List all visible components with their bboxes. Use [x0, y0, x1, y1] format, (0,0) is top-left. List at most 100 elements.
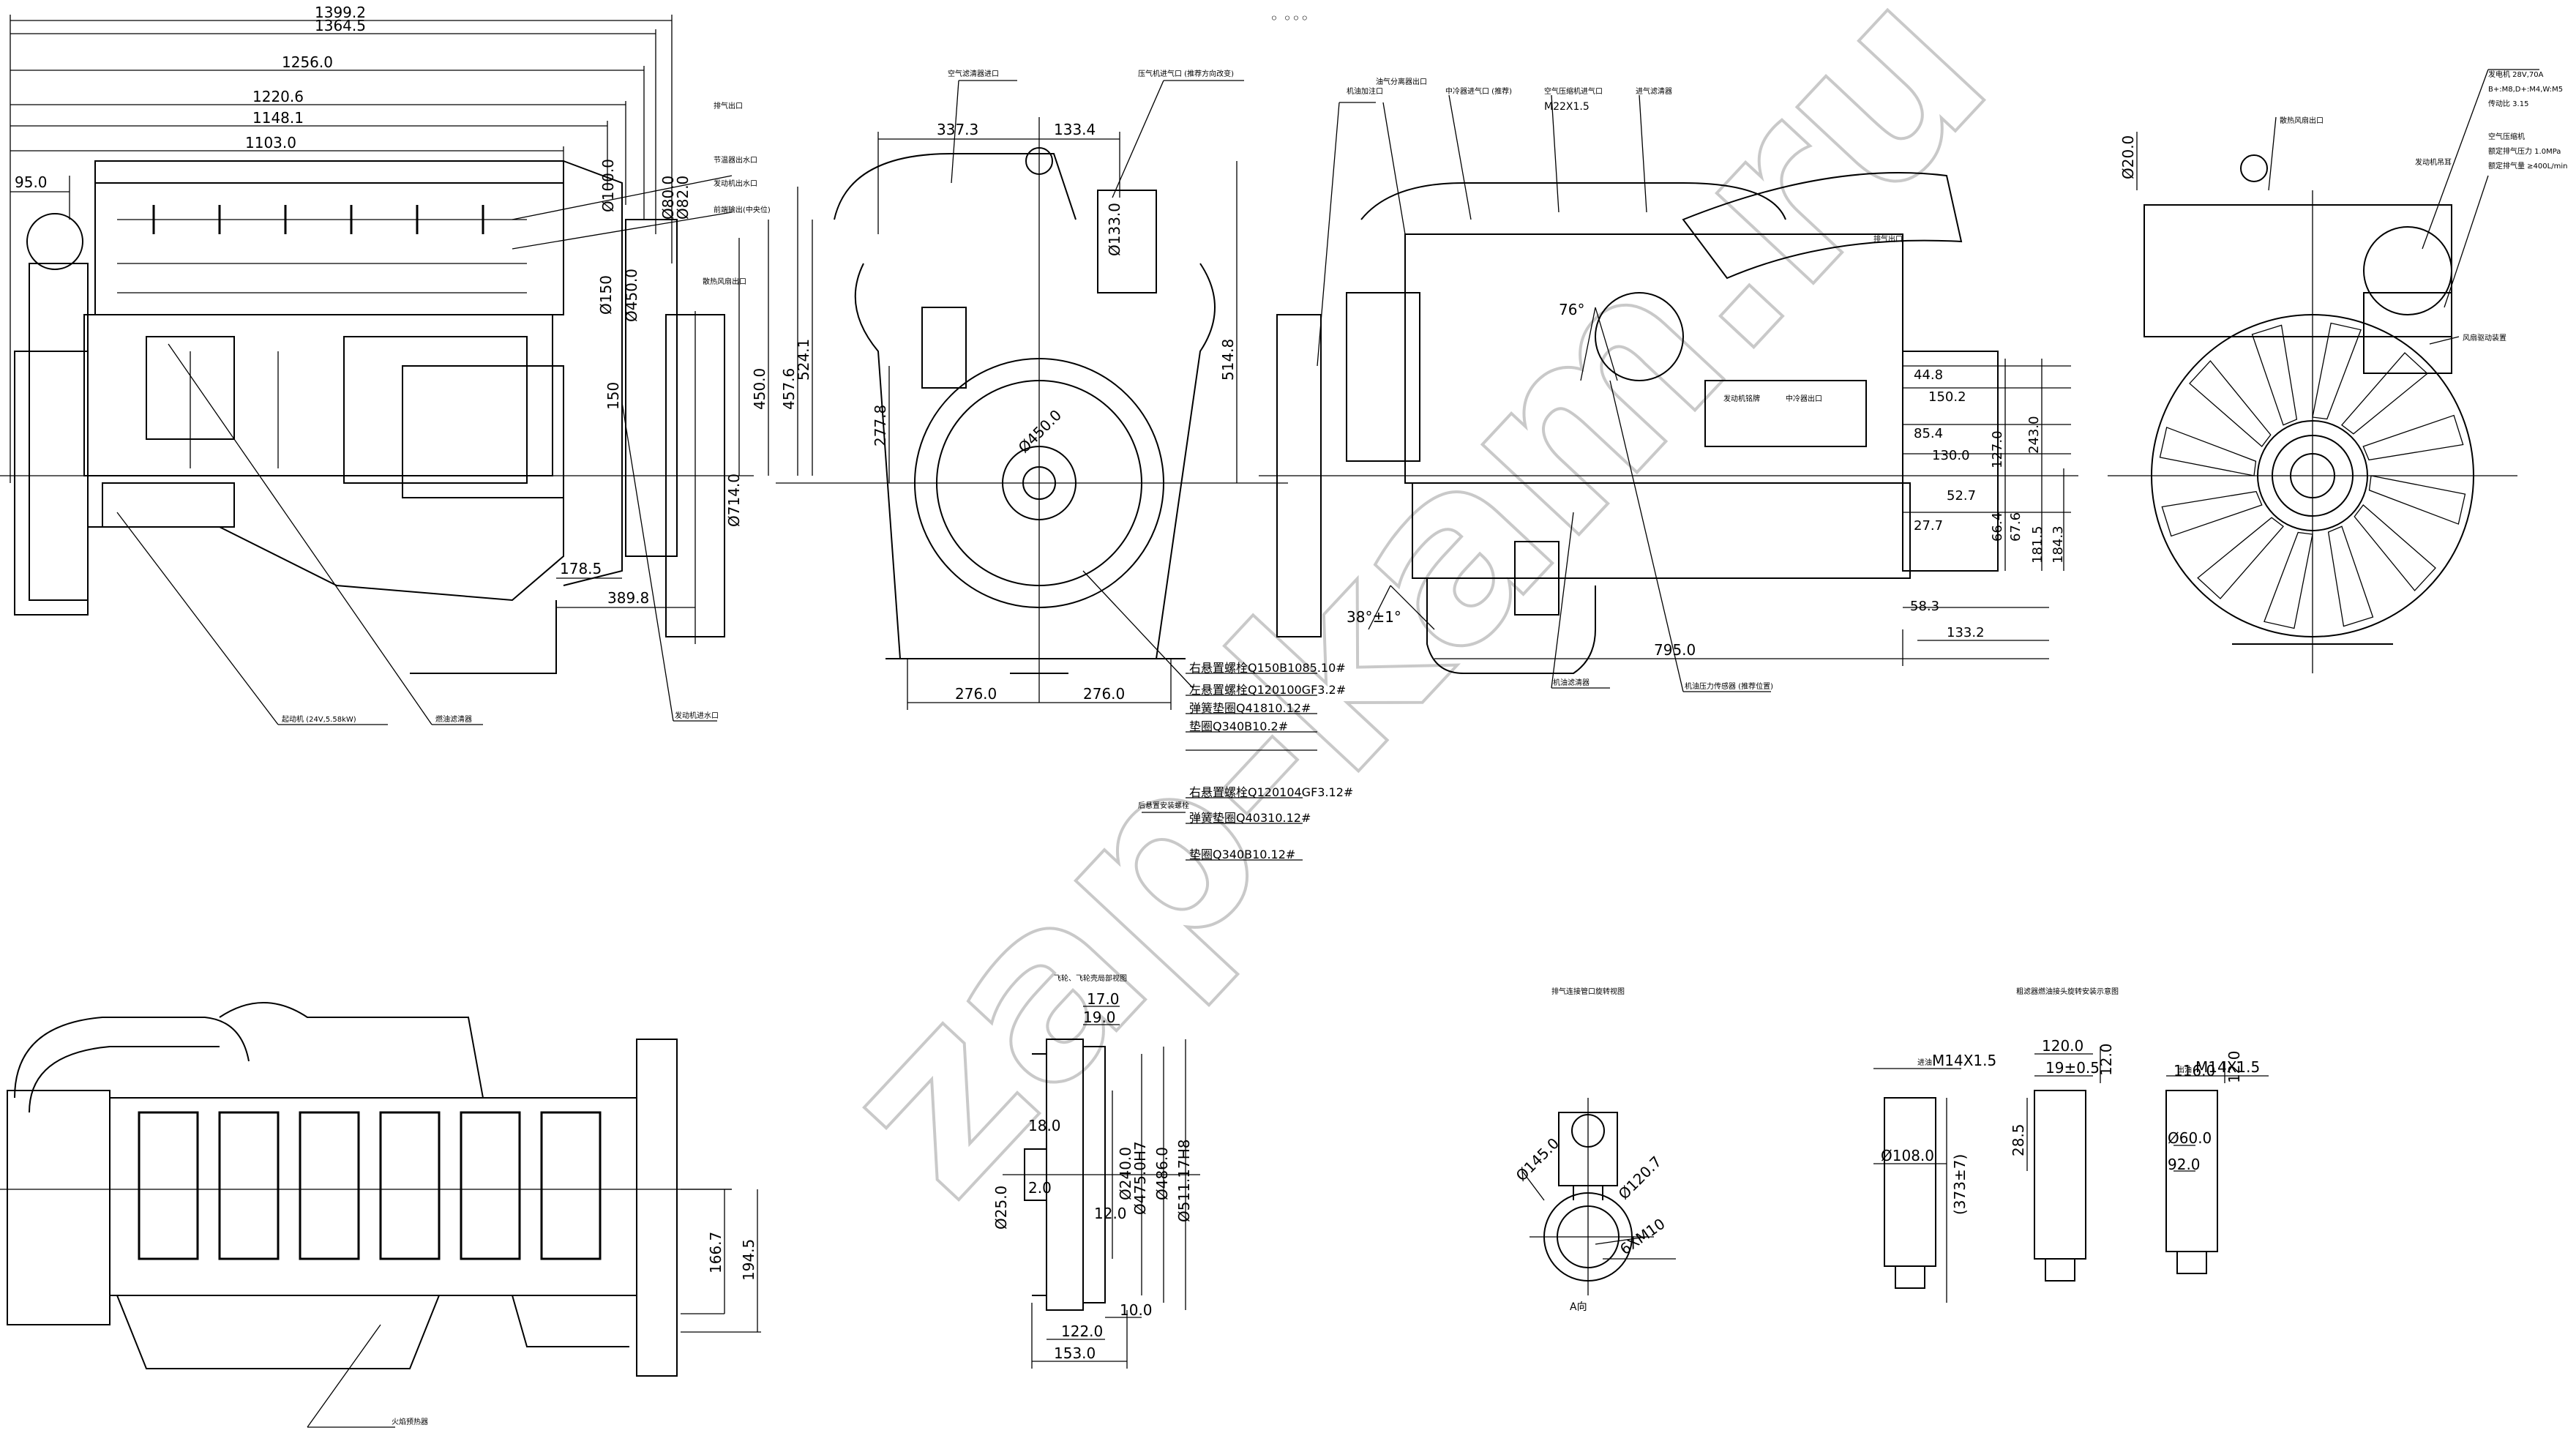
label-lifting-eye: 发动机吊耳	[2415, 157, 2452, 167]
fw-dim-122: 122.0	[1061, 1323, 1103, 1340]
fan-blade	[2197, 517, 2284, 599]
label-fan-outlet: 散热风扇出口	[703, 277, 746, 286]
dim-1364: 1364.5	[315, 17, 366, 34]
fan-blades	[2159, 322, 2466, 629]
dim-133-2: 133.2	[1947, 625, 1985, 640]
dim-127: 127.0	[1990, 430, 2005, 468]
dim-243: 243.0	[2026, 416, 2042, 454]
fw-dim-ø240: Ø240.0	[1117, 1147, 1134, 1200]
dim-389: 389.8	[607, 589, 649, 607]
table2-row2: 弹簧垫圈Q40310.12#	[1189, 811, 1311, 825]
fl-dim-116: 116.0	[2174, 1062, 2215, 1080]
label-starter: 起动机 (24V,5.58kW)	[282, 714, 356, 724]
filter-label-outlet: 出油	[2177, 1065, 2192, 1074]
dim-27-7: 27.7	[1914, 518, 1943, 534]
dim-ø80: Ø80.0	[659, 176, 677, 220]
fw-dim-10: 10.0	[1120, 1301, 1153, 1319]
dim-1399: 1399.2	[315, 4, 366, 21]
fan-blade	[2354, 504, 2436, 591]
cylinder-head	[379, 1111, 441, 1260]
watermark-text: zap-kam.ru	[787, 0, 2040, 1246]
fan-blade	[2362, 414, 2464, 461]
fuel-filter-detail: 粗滤器燃油接头旋转安装示意图 M14X1.5 进油 M14X1.5 出油 120…	[1873, 987, 2269, 1303]
dim-ø450-left: Ø450.0	[623, 269, 640, 322]
fan-blade	[2189, 360, 2272, 447]
dim-52-7: 52.7	[1947, 488, 1976, 504]
table1-row3: 弹簧垫圈Q41810.12#	[1189, 701, 1311, 715]
dim-276-b: 276.0	[1083, 685, 1125, 703]
dim-67-6: 67.6	[2008, 512, 2023, 542]
fl-dim-373: (373±7)	[1951, 1154, 1969, 1215]
left-side-view: 1399.2 1364.5 1256.0 1220.6 1148.1 1103.…	[0, 4, 813, 725]
dim-150-b: 150	[604, 382, 622, 410]
table1-row4: 垫圈Q340B10.2#	[1189, 719, 1288, 733]
filter-label-inlet: 进油	[1917, 1058, 1932, 1067]
label-m22: M22X1.5	[1544, 101, 1590, 113]
label-fuel-filter: 燃油滤清器	[435, 714, 472, 724]
right-side-view: 76° 38°±1° 44.8 150.2 85.4 130.0 127.0 2…	[1259, 77, 2078, 692]
exhaust-flange-detail: 排气连接管口旋转视图 Ø145.0 Ø120.7 6XM10 A向	[1513, 987, 1676, 1313]
fl-dim-120: 120.0	[2042, 1037, 2083, 1055]
fan-blade	[2312, 322, 2362, 420]
dim-150-2: 150.2	[1928, 389, 1966, 405]
fw-dim-19: 19.0	[1083, 1009, 1116, 1026]
fl-dim-12-a: 12.0	[2097, 1043, 2115, 1076]
dim-85-4: 85.4	[1914, 426, 1943, 441]
fan-blade	[2341, 352, 2428, 435]
dim-44-8: 44.8	[1914, 367, 1943, 383]
dim-ø714: Ø714.0	[725, 474, 743, 527]
label-water-outlet: 发动机出水口	[714, 179, 757, 188]
angle-38: 38°±1°	[1347, 608, 1401, 626]
label-front-pto: 前端输出(中央位)	[714, 205, 771, 214]
label-compressor-inlet: 压气机进气口 (推荐方向改变)	[1138, 69, 1234, 78]
cylinder-head	[540, 1111, 602, 1260]
fw-dim-ø475: Ø475.0H7	[1131, 1141, 1149, 1215]
label-oil-filter: 机油滤清器	[1553, 678, 1590, 687]
dim-457: 457.6	[780, 368, 798, 410]
dim-ø100: Ø100.0	[599, 159, 617, 212]
label-exhaust-right: 排气出口	[1873, 234, 1903, 244]
fl-dim-28: 28.5	[2010, 1123, 2027, 1156]
dim-1256: 1256.0	[282, 53, 333, 71]
dim-184-3: 184.3	[2051, 525, 2066, 564]
filter-thread-b: M14X1.5	[2195, 1058, 2260, 1076]
dim-178: 178.5	[560, 560, 602, 577]
fw-dim-2: 2.0	[1028, 1179, 1052, 1197]
dim-1220: 1220.6	[252, 88, 304, 105]
fw-dim-ø25: Ø25.0	[992, 1186, 1010, 1230]
table1-row2: 左悬置螺栓Q120100GF3.2#	[1189, 683, 1346, 697]
spec-flow: 额定排气量 ≥400L/min	[2488, 161, 2567, 171]
dim-66-4: 66.4	[1990, 512, 2005, 542]
label-intake-filter: 进气滤清器	[1636, 86, 1672, 96]
label-nameplate: 发动机铭牌	[1723, 394, 1760, 403]
label-water-inlet: 发动机进水口	[675, 711, 719, 720]
ex-view-label: A向	[1570, 1301, 1587, 1313]
label-air-compressor-inlet: 空气压缩机进气口	[1544, 86, 1603, 96]
label-thermostat: 节温器出水口	[714, 155, 757, 165]
fw-dim-ø486: Ø486.0	[1153, 1147, 1171, 1200]
label-fan-drive: 风扇驱动装置	[2463, 333, 2506, 343]
fan-blade	[2159, 427, 2257, 476]
dim-181-5: 181.5	[2030, 525, 2045, 564]
cylinder-head	[460, 1111, 521, 1260]
exhaust-title: 排气连接管口旋转视图	[1551, 987, 1625, 996]
cylinder-head	[218, 1111, 280, 1260]
ex-dim-ø145: Ø145.0	[1513, 1134, 1563, 1185]
flywheel-detail: 飞轮、飞轮壳局部视图 17.0 19.0 Ø25.0 18.0 Ø240.0 Ø…	[992, 973, 1200, 1369]
table2-row1: 右悬置螺栓Q120104GF3.12#	[1189, 785, 1353, 799]
fl-dim-12-b: 12.0	[2225, 1050, 2243, 1083]
dim-514: 514.8	[1219, 339, 1237, 381]
cylinder-head	[138, 1111, 199, 1260]
dim-133-4: 133.4	[1054, 121, 1096, 138]
label-intercooler-inlet: 中冷器进气口 (推荐)	[1445, 86, 1512, 96]
flywheel-title: 飞轮、飞轮壳局部视图	[1054, 973, 1127, 983]
fw-dim-153: 153.0	[1054, 1344, 1096, 1362]
fw-dim-18: 18.0	[1028, 1117, 1061, 1134]
filter-title: 粗滤器燃油接头旋转安装示意图	[2016, 987, 2119, 996]
dim-ø20: Ø20.0	[2119, 135, 2137, 179]
spec-pressure: 额定排气压力 1.0MPa	[2488, 146, 2561, 156]
table2-row3: 垫圈Q340B10.12#	[1189, 848, 1295, 861]
dim-194: 194.5	[740, 1239, 757, 1281]
label-intercooler-outlet: 中冷器出口	[1786, 394, 1822, 403]
